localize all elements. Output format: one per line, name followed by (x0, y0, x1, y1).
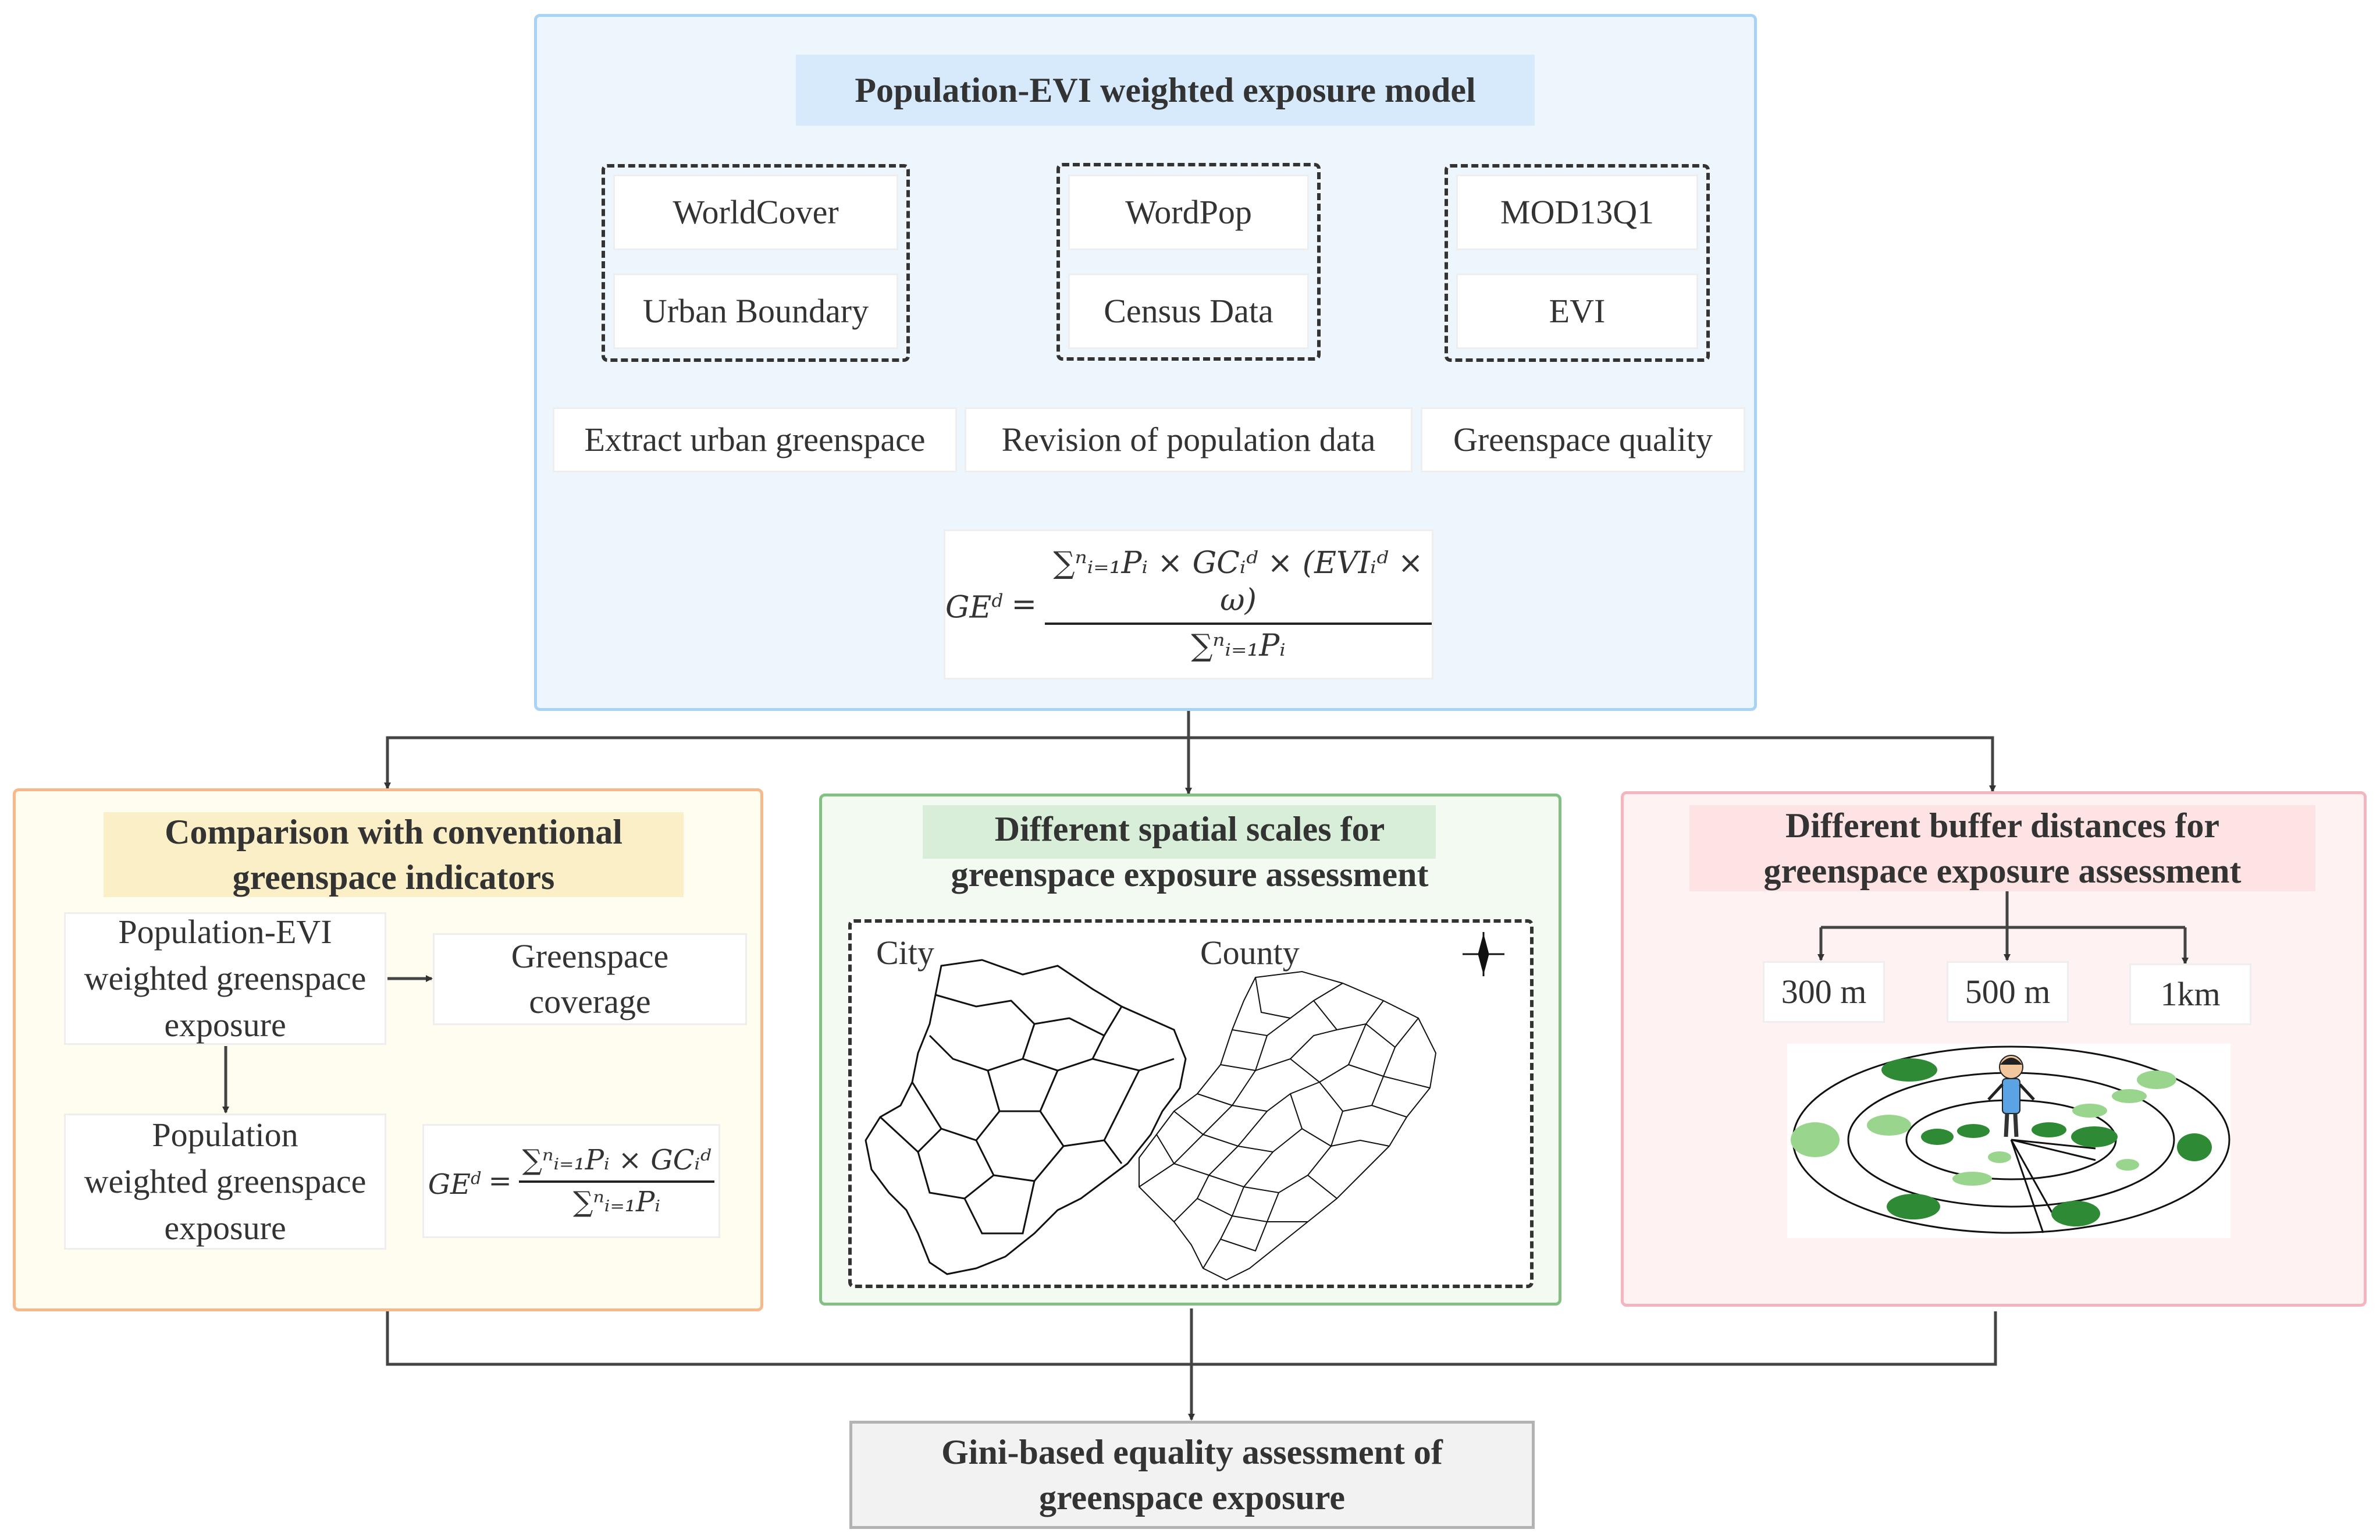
source-group-vegetation (1445, 164, 1710, 362)
formula-denominator: ∑ⁿᵢ₌₁Pᵢ (1191, 628, 1286, 663)
pw-exposure-box: Population weighted greenspace exposure (64, 1114, 386, 1250)
step-greenspace-quality-label: Greenspace quality (1453, 421, 1713, 458)
formula-lhs-text: GE (945, 590, 992, 625)
source-mod13q1: MOD13Q1 (1456, 175, 1698, 250)
distance-300m: 300 m (1763, 961, 1885, 1023)
pw-line1: Population (152, 1116, 298, 1154)
map-label-city: City (876, 933, 934, 972)
comparison-panel-title: Comparison with conventional greenspace … (104, 812, 684, 897)
formula-lhs: GEd (945, 582, 1003, 626)
map-label-county-text: County (1200, 934, 1300, 972)
formula2-lhs-sup: d (471, 1168, 482, 1188)
formula2-denominator: ∑ⁿᵢ₌₁Pᵢ (573, 1186, 660, 1218)
buffer-title-line1: Different buffer distances for (1785, 806, 2219, 845)
step-revise-population: Revision of population data (965, 407, 1413, 472)
distance-1km-label: 1km (2160, 975, 2221, 1013)
source-urban-boundary-label: Urban Boundary (642, 292, 869, 330)
formula2-lhs: GEd (428, 1161, 482, 1201)
radius-line-3 (2010, 1139, 2044, 1233)
distance-500m: 500 m (1947, 961, 2069, 1023)
map-frame (848, 919, 1534, 1288)
source-urban-boundary: Urban Boundary (613, 273, 898, 349)
spatial-title-line2: greenspace exposure assessment (951, 855, 1429, 894)
buffer-distance-title: Different buffer distances for greenspac… (1689, 805, 2315, 891)
map-label-city-text: City (876, 934, 934, 972)
source-evi: EVI (1456, 273, 1698, 349)
formula-fraction: ∑ⁿᵢ₌₁Pᵢ × GCᵢᵈ × (EVIᵢᵈ × ω) ∑ⁿᵢ₌₁Pᵢ (1045, 545, 1432, 664)
exposure-model-title: Population-EVI weighted exposure model (796, 55, 1535, 126)
source-census-data-label: Census Data (1104, 292, 1273, 330)
gini-line2: greenspace exposure (1038, 1478, 1346, 1517)
formula-lhs-sup: d (991, 591, 1004, 612)
source-group-landcover (602, 164, 910, 362)
city-map (865, 959, 1187, 1275)
greenspace-coverage-box: Greenspace coverage (433, 933, 747, 1025)
source-wordpop-label: WordPop (1125, 193, 1252, 231)
pev-exposure-box: Population-EVI weighted greenspace expos… (64, 912, 386, 1045)
county-map (1139, 970, 1437, 1281)
spatial-title-line1: Different spatial scales for (994, 810, 1385, 848)
pw-line3: exposure (164, 1209, 286, 1247)
step-extract-greenspace: Extract urban greenspace (553, 407, 957, 472)
coverage-line2: coverage (529, 983, 651, 1020)
pev-line3: exposure (164, 1006, 286, 1044)
source-evi-label: EVI (1549, 292, 1606, 330)
source-mod13q1-label: MOD13Q1 (1500, 193, 1655, 231)
radius-line-4 (2010, 1139, 2053, 1213)
source-census-data: Census Data (1068, 273, 1309, 349)
map-label-county: County (1200, 933, 1300, 972)
compass-icon (1463, 932, 1504, 976)
radius-line-2 (2011, 1139, 2096, 1161)
buffer-title-line2: greenspace exposure assessment (1763, 852, 2242, 890)
spatial-scale-title: Different spatial scales for greenspace … (873, 805, 1507, 898)
person-icon (1987, 1055, 2035, 1137)
step-revise-population-label: Revision of population data (1001, 421, 1376, 458)
boundary-maps (865, 932, 1504, 1281)
pev-line1: Population-EVI (118, 913, 332, 951)
source-worldcover-label: WorldCover (673, 193, 839, 231)
formula2-lhs-text: GE (428, 1168, 471, 1201)
radius-line-1 (2011, 1139, 2096, 1150)
distance-500m-label: 500 m (1965, 973, 2051, 1011)
distance-1km: 1km (2129, 963, 2251, 1025)
greenspace-patches (1791, 1058, 2212, 1226)
comparison-title-line2: greenspace indicators (232, 858, 555, 897)
step-greenspace-quality: Greenspace quality (1421, 407, 1745, 472)
gini-equality-box: Gini-based equality assessment of greens… (849, 1421, 1535, 1529)
formula2-numerator: ∑ⁿᵢ₌₁Pᵢ × GCᵢᵈ (518, 1143, 715, 1183)
exposure-model-title-text: Population-EVI weighted exposure model (855, 71, 1476, 109)
source-group-population (1056, 163, 1321, 361)
pev-line2: weighted greenspace (84, 959, 367, 997)
formula-equals: = (1011, 587, 1037, 622)
pw-line2: weighted greenspace (84, 1162, 367, 1200)
source-worldcover: WorldCover (613, 175, 898, 250)
source-wordpop: WordPop (1068, 175, 1309, 250)
formula-numerator: ∑ⁿᵢ₌₁Pᵢ × GCᵢᵈ × (EVIᵢᵈ × ω) (1045, 545, 1432, 625)
step-extract-greenspace-label: Extract urban greenspace (584, 421, 926, 458)
gini-line1: Gini-based equality assessment of (941, 1433, 1443, 1471)
distance-300m-label: 300 m (1781, 973, 1867, 1011)
spatial-scale-title-bg (923, 805, 1436, 859)
comparison-title-line1: Comparison with conventional (165, 813, 622, 851)
coverage-line1: Greenspace (511, 937, 669, 975)
buffer-illustration (1791, 1045, 2230, 1234)
formula-population-weighted: GEd = ∑ⁿᵢ₌₁Pᵢ × GCᵢᵈ ∑ⁿᵢ₌₁Pᵢ (422, 1124, 720, 1238)
formula2-fraction: ∑ⁿᵢ₌₁Pᵢ × GCᵢᵈ ∑ⁿᵢ₌₁Pᵢ (518, 1143, 715, 1219)
formula2-equals: = (488, 1165, 512, 1197)
formula-population-evi: GEd = ∑ⁿᵢ₌₁Pᵢ × GCᵢᵈ × (EVIᵢᵈ × ω) ∑ⁿᵢ₌₁… (944, 529, 1433, 680)
